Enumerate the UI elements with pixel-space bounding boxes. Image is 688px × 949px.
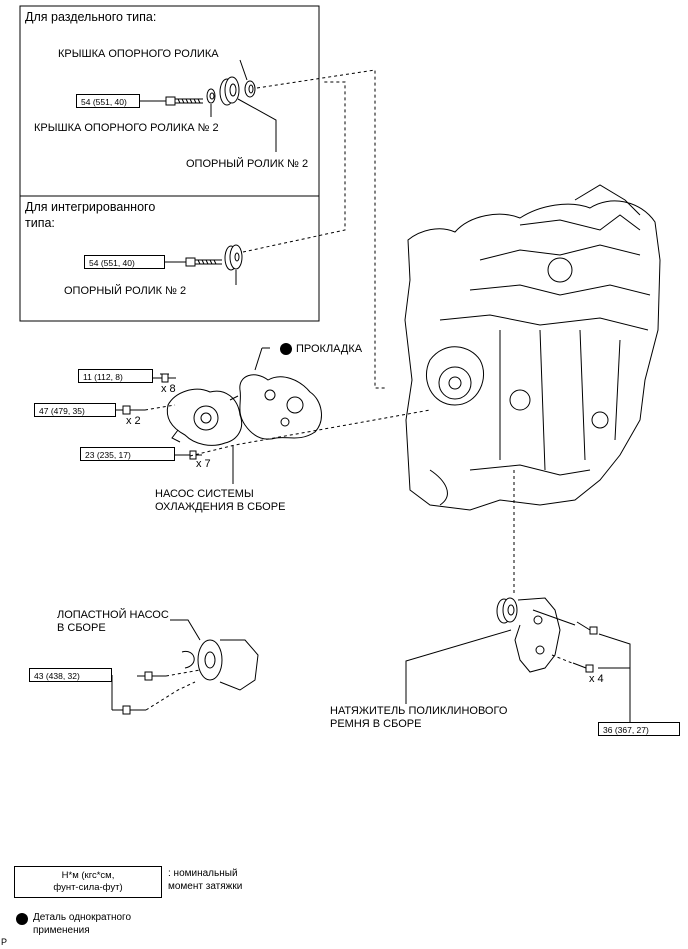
torque-box-tensioner: 36 (367, 27) — [598, 722, 680, 736]
bolt-icon — [112, 705, 146, 715]
label-water-pump: НАСОС СИСТЕМЫ — [155, 488, 254, 500]
label-idler-2-separate: ОПОРНЫЙ РОЛИК № 2 — [186, 158, 309, 170]
idler-pulley-icon — [219, 76, 240, 106]
corner-mark: P — [1, 937, 8, 947]
vane-pump-icon — [181, 639, 259, 691]
water-pump-icon — [166, 388, 243, 446]
engine-block-icon — [404, 184, 661, 511]
bolt-icon — [116, 405, 145, 415]
legend-single-use-cont: применения — [33, 925, 90, 936]
torque-box-water-pump-11: 11 (112, 8) — [78, 369, 153, 383]
label-idler-cover-2: КРЫШКА ОПОРНОГО РОЛИКА № 2 — [34, 122, 219, 134]
label-idler-2-integrated: ОПОРНЫЙ РОЛИК № 2 — [64, 285, 187, 297]
count-x4: x 4 — [589, 673, 604, 685]
legend-unit-desc: : номинальный — [168, 868, 238, 879]
legend-unit-line-1: Н*м (кгс*см, — [61, 870, 115, 881]
idler-cover-2-icon — [206, 88, 216, 104]
section-title-separate: Для раздельного типа: — [25, 10, 157, 24]
torque-box-water-pump-23: 23 (235, 17) — [80, 447, 175, 461]
label-gasket: ПРОКЛАДКА — [296, 343, 363, 355]
torque-box-water-pump-47: 47 (479, 35) — [34, 403, 116, 417]
idler-pulley-icon — [224, 244, 243, 271]
count-x2: x 2 — [126, 415, 141, 427]
torque-box-idler-separate: 54 (551, 40) — [76, 94, 140, 108]
legend-unit-line-2: фунт-сила-фут) — [53, 882, 123, 893]
label-vane-pump: ЛОПАСТНОЙ НАСОС — [57, 609, 169, 621]
bolt-icon — [576, 621, 598, 635]
label-tensioner-cont: РЕМНЯ В СБОРЕ — [330, 718, 422, 730]
tensioner-icon — [496, 597, 561, 673]
label-water-pump-cont: ОХЛАЖДЕНИЯ В СБОРЕ — [155, 501, 286, 513]
label-tensioner: НАТЯЖИТЕЛЬ ПОЛИКЛИНОВОГО — [330, 705, 508, 717]
label-idler-cover: КРЫШКА ОПОРНОГО РОЛИКА — [58, 48, 219, 60]
bolt-icon — [153, 373, 176, 383]
legend-unit-desc-cont: момент затяжки — [168, 881, 243, 892]
single-use-legend-icon — [16, 913, 28, 925]
legend-single-use: Деталь однократного — [33, 912, 132, 923]
count-x8: x 8 — [161, 383, 176, 395]
single-use-marker-icon — [280, 343, 292, 355]
label-vane-pump-cont: В СБОРЕ — [57, 622, 106, 634]
section-box-integrated — [19, 195, 320, 322]
section-title-integrated-cont: типа: — [25, 216, 55, 230]
bolt-icon — [137, 671, 166, 681]
torque-box-vane-pump: 43 (438, 32) — [29, 668, 112, 682]
gasket-icon — [239, 374, 322, 440]
bolt-icon — [175, 450, 202, 460]
count-x7: x 7 — [196, 458, 211, 470]
idler-cover-icon — [244, 80, 256, 98]
bolt-icon — [572, 662, 594, 673]
torque-box-idler-integrated: 54 (551, 40) — [84, 255, 165, 269]
bolt-icon — [165, 257, 222, 267]
legend-unit-box: Н*м (кгс*см, фунт-сила-фут) — [14, 866, 162, 898]
bolt-icon — [140, 96, 203, 106]
section-title-integrated: Для интегрированного — [25, 200, 156, 214]
